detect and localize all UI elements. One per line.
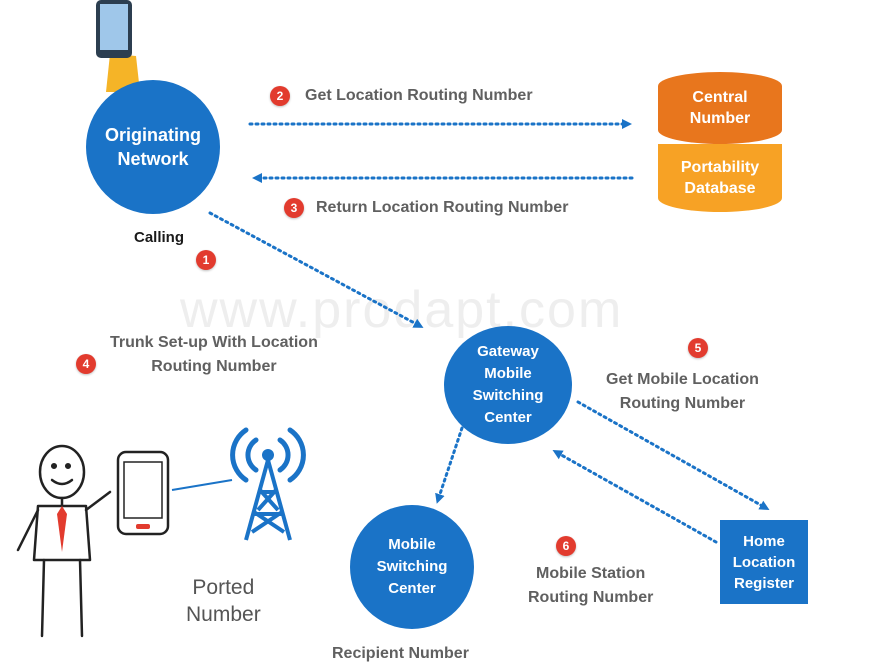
step-badge-1: 1 — [196, 250, 216, 270]
home-location-register-node: Home Location Register — [720, 520, 808, 604]
recipient-number-label: Recipient Number — [332, 645, 469, 662]
arrow-gateway-to-msc — [435, 426, 464, 504]
step-badge-3: 3 — [284, 198, 304, 218]
step3-label: Return Location Routing Number — [316, 199, 569, 216]
step4-label: Trunk Set-up With Location Routing Numbe… — [110, 334, 318, 375]
person-icon — [16, 444, 170, 638]
cell-tower-icon — [230, 427, 306, 541]
hand-phone-icon — [96, 0, 140, 92]
central-number-database-upper: Central Number — [658, 72, 782, 144]
msc-node: Mobile Switching Center — [350, 505, 474, 629]
arrow-gateway-to-hlr — [576, 400, 770, 510]
step2-label: Get Location Routing Number — [305, 87, 533, 104]
step5-label: Get Mobile Location Routing Number — [606, 371, 759, 412]
step-badge-5: 5 — [688, 338, 708, 358]
step-badge-2: 2 — [270, 86, 290, 106]
watermark: www.prodapt.com — [180, 281, 624, 339]
ported-number-label: Ported Number — [186, 576, 261, 626]
calling-label: Calling — [134, 229, 185, 246]
step-badge-6: 6 — [556, 536, 576, 556]
portability-database-lower: Portability Database — [658, 144, 782, 212]
gateway-msc-node: Gateway Mobile Switching Center — [444, 326, 572, 444]
step-badge-4: 4 — [76, 354, 96, 374]
arrow-originating-to-gateway — [208, 211, 424, 328]
phone-to-tower-line — [171, 479, 233, 491]
arrow-hlr-to-gateway — [552, 450, 718, 544]
step6-label: Mobile Station Routing Number — [528, 565, 654, 606]
originating-network-node: Originating Network — [86, 80, 220, 214]
